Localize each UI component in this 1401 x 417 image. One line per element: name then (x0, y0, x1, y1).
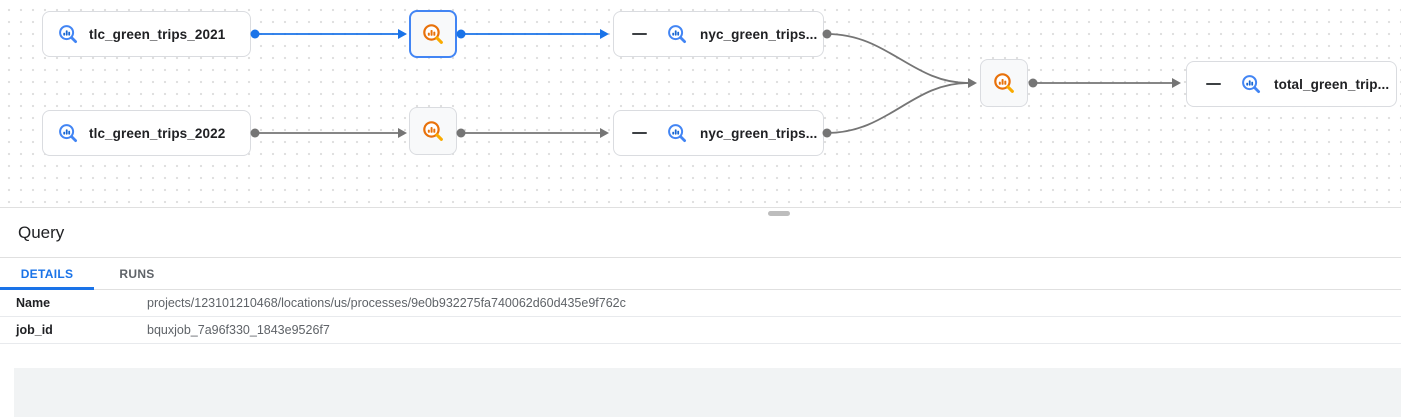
edge-tlc2022-to-process2 (250, 128, 407, 138)
tab-runs[interactable]: RUNS (119, 266, 155, 281)
bigquery-table-icon (667, 24, 686, 43)
node-label: tlc_green_trips_2022 (89, 125, 226, 141)
panel-header: Query (0, 208, 1401, 258)
node-nyc-green-trips-2022[interactable]: nyc_green_trips... (613, 110, 824, 156)
process-node-query-total[interactable] (980, 59, 1028, 107)
bigquery-process-icon (422, 120, 443, 141)
detail-row-name: Name projects/123101210468/locations/us/… (0, 290, 1401, 317)
node-label: nyc_green_trips... (700, 125, 818, 141)
panel-drag-handle[interactable] (768, 211, 790, 216)
minus-icon[interactable] (632, 132, 647, 134)
tab-details[interactable]: DETAILS (0, 258, 94, 290)
bigquery-table-icon (58, 24, 77, 43)
edge-process1-to-nyc2021 (456, 29, 609, 39)
process-node-query-2021-selected[interactable] (409, 10, 457, 58)
detail-label: Name (16, 296, 51, 310)
detail-label: job_id (16, 323, 53, 337)
detail-value: bquxjob_7a96f330_1843e9526f7 (147, 323, 330, 337)
page-title: Query (18, 222, 65, 242)
bigquery-table-icon (1241, 74, 1260, 93)
node-label: total_green_trip... (1274, 76, 1390, 92)
bigquery-process-icon (993, 72, 1014, 93)
bigquery-process-icon (422, 23, 443, 44)
node-nyc-green-trips-2021[interactable]: nyc_green_trips... (613, 11, 824, 57)
bigquery-table-icon (58, 123, 77, 143)
edge-nyc2022-to-process3 (822, 78, 977, 138)
node-label: tlc_green_trips_2021 (89, 26, 226, 42)
process-node-query-2022[interactable] (409, 107, 457, 155)
minus-icon[interactable] (632, 33, 647, 35)
edge-process3-to-total (1028, 78, 1181, 88)
sql-code-block: CREATE TABLE `myproject.data_lineage_dem… (14, 368, 1401, 417)
lineage-graph-canvas[interactable]: tlc_green_trips_2021 tlc_green_trips_202… (0, 0, 1401, 208)
edge-tlc2021-to-process1 (250, 29, 407, 39)
edge-nyc2021-to-process3 (822, 29, 969, 84)
node-tlc-green-trips-2021[interactable]: tlc_green_trips_2021 (42, 11, 251, 57)
node-total-green-trips[interactable]: total_green_trip... (1186, 61, 1397, 107)
detail-value: projects/123101210468/locations/us/proce… (147, 296, 626, 310)
minus-icon[interactable] (1206, 83, 1221, 85)
node-tlc-green-trips-2022[interactable]: tlc_green_trips_2022 (42, 110, 251, 156)
tab-bar: DETAILS RUNS (0, 258, 1401, 290)
bigquery-table-icon (667, 123, 686, 143)
node-label: nyc_green_trips... (700, 26, 818, 42)
edge-process2-to-nyc2022 (456, 128, 609, 138)
detail-row-job-id: job_id bquxjob_7a96f330_1843e9526f7 (0, 317, 1401, 344)
